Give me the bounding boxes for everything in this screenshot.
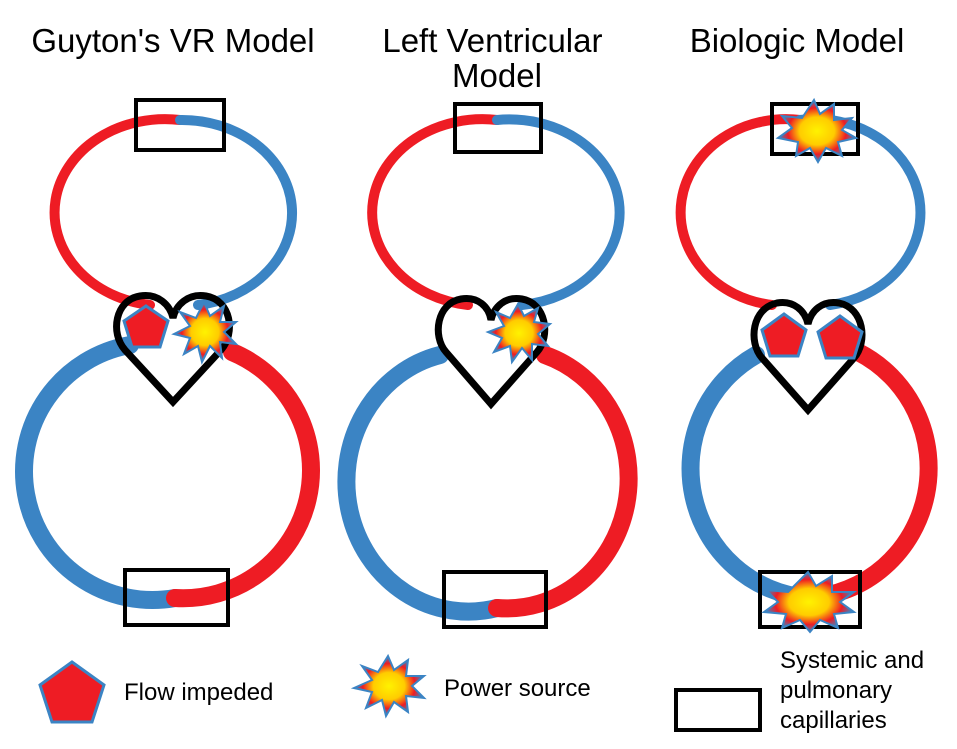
systemic-loop-lv [337,346,638,621]
pulmonary-venous-segment [795,114,926,310]
pulmonary-loop-biologic [675,114,926,310]
pulmonary-venous-segment [492,114,625,310]
panel-guyton: Guyton's VR Model [15,22,320,627]
pulmonary-arterial-segment [49,114,185,310]
flow-impeded-pentagon-icon [122,304,170,349]
pulmonary-loop-lv [367,114,625,310]
capillary-box-legend [674,688,762,732]
power-source-burst-icon [761,570,858,634]
capillary-box-top [453,102,543,154]
systemic-venous-segment [337,346,506,621]
panel-title-biologic: Biologic Model [690,22,905,59]
heart-icon [434,295,549,410]
power-source-burst-icon [171,299,239,365]
legend-item-power-source: Power source [350,653,591,719]
legend-item-flow-impeded: Flow impeded [38,660,273,724]
flow-impeded-pentagon-icon [38,660,106,724]
capillary-box-top [134,98,226,152]
power-source-burst-icon [485,301,553,365]
pulmonary-arterial-segment [675,114,805,310]
systemic-loop-guyton [15,336,320,609]
panel-biologic: Biologic Model [675,22,938,634]
flow-impeded-pentagon-icon [816,314,864,360]
power-source-burst-icon [350,653,427,719]
legend-label-flow-impeded: Flow impeded [124,679,273,706]
heart-icon [750,299,866,416]
systemic-arterial-segment [166,343,320,608]
power-source-burst-icon [775,97,859,165]
pulmonary-loop-guyton [49,114,298,310]
pulmonary-venous-segment [175,114,298,310]
capillary-box-bottom [442,570,548,629]
systemic-venous-segment [15,336,184,609]
panel-left-ventricular: Left Ventricular Model [337,22,638,629]
systemic-loop-biologic [681,343,938,607]
panel-title-left-ventricular: Left Ventricular Model [382,22,611,94]
pulmonary-arterial-segment [367,114,502,310]
systemic-arterial-segment [488,346,638,618]
legend-label-power-source: Power source [444,675,591,702]
legend-item-capillaries: Systemic and pulmonary capillaries [674,647,931,734]
panel-title-guyton: Guyton's VR Model [31,22,314,59]
systemic-arterial-segment [799,343,938,607]
heart-icon [113,292,233,408]
legend: Flow impeded Power source Systemic and p… [38,647,931,734]
flow-impeded-pentagon-icon [760,312,808,358]
legend-label-capillaries: Systemic and pulmonary capillaries [780,647,931,734]
capillary-box-bottom [123,568,230,627]
